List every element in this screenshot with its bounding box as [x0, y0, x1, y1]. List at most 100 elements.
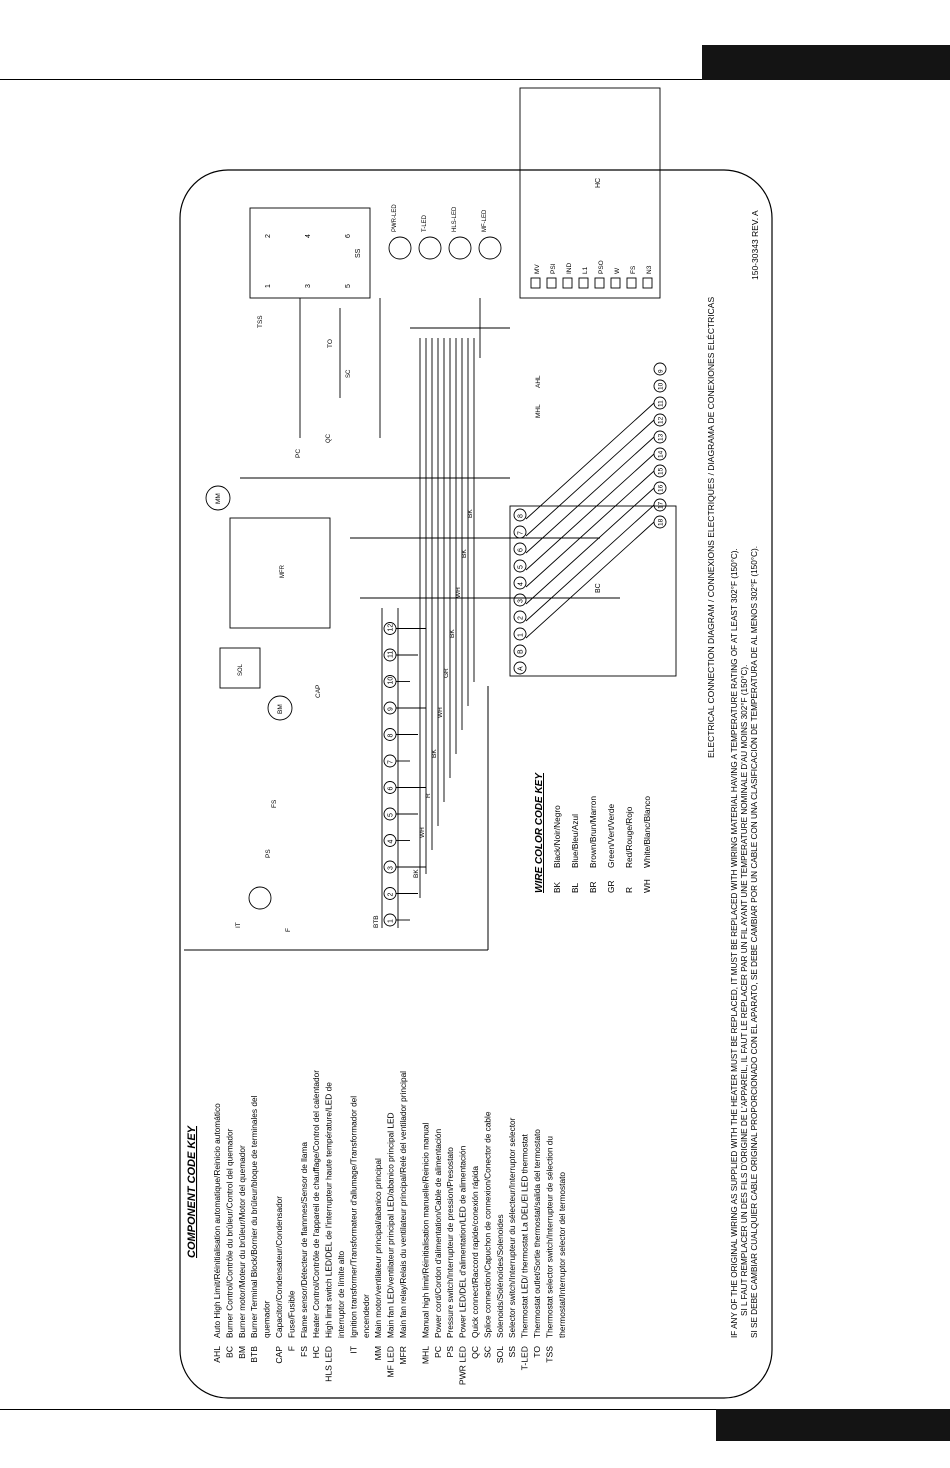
component-code: MFR	[398, 1346, 408, 1365]
hc-terminal-label: PSO	[598, 260, 605, 274]
ignition-transformer	[248, 886, 272, 910]
connector-label: 17	[658, 501, 665, 509]
led-label: T-LED	[422, 214, 428, 232]
schematic: xBTB123456789101112BKWHRBKWHGRBKWHBKBKAB…	[205, 87, 677, 932]
btb-terminal-label: 7	[388, 760, 395, 764]
wire-code: WH	[642, 879, 652, 893]
connector-label: 16	[658, 484, 665, 492]
component-key-title: COMPONENT CODE KEY	[186, 1124, 198, 1258]
indicator-led	[418, 236, 442, 260]
hc-label: HC	[595, 178, 602, 188]
component-desc: Flame sensor/Détecteur de flammes/Sensor…	[299, 1142, 309, 1338]
connector-label: 15	[658, 467, 665, 475]
mhl-label: MHL	[535, 404, 542, 418]
ss-label: SS	[355, 248, 362, 258]
it-label: IT	[235, 922, 242, 928]
pc-label: PC	[295, 449, 302, 458]
tss-label: TSS	[257, 315, 264, 328]
ss-terminal-label: 2	[265, 234, 272, 238]
wire-code: BR	[588, 881, 598, 893]
hc-terminal	[530, 277, 541, 289]
connector-label: 13	[658, 433, 665, 441]
footer-line-3: SI SE DEBE CAMBIAR CUALQUIER CABLE ORIGI…	[749, 546, 759, 1338]
heater-control	[519, 87, 661, 299]
hc-terminal	[642, 277, 653, 289]
component-code: F	[286, 1346, 296, 1351]
wire-desc: Blue/Bleu/Azul	[570, 814, 580, 868]
bc-label: BC	[595, 583, 602, 593]
component-desc: Main motor/ventilateur principal/abanico…	[373, 1158, 383, 1338]
wire-label: BK	[461, 549, 468, 558]
selector-switch	[249, 207, 371, 299]
mfr-relay	[229, 517, 331, 629]
component-code: BTB	[249, 1346, 259, 1363]
sc-label: SC	[346, 369, 352, 378]
hc-terminal-label: W	[614, 267, 621, 274]
component-code: MHL	[420, 1346, 430, 1364]
connector-label: 3	[518, 599, 525, 603]
ps-label: PS	[265, 849, 272, 858]
led-label: PWR-LED	[392, 204, 398, 232]
connector-label: 2	[518, 616, 525, 620]
indicator-led	[448, 236, 472, 260]
wire-label: BK	[431, 749, 438, 758]
component-code: HLS LED	[324, 1346, 334, 1382]
component-desc: Thermostat LED/ thermostat La DEL/El LED…	[520, 1133, 530, 1338]
component-desc: Burner motor/Moteur du brûleur/Motor del…	[237, 1145, 247, 1338]
connector-label: 6	[518, 548, 525, 552]
connector-label: 1	[518, 633, 525, 637]
btb-terminal-label: 2	[388, 893, 395, 897]
burner-motor	[267, 695, 293, 721]
connector-block	[509, 505, 677, 677]
hc-terminal-label: N3	[646, 265, 653, 274]
wire-label: BK	[449, 629, 456, 638]
ss-terminal-label: 4	[305, 234, 312, 238]
wire-label: BK	[413, 869, 420, 878]
wire-desc: Green/Vert/Verde	[606, 804, 616, 868]
hc-terminal	[626, 277, 637, 289]
component-desc: Burner Control/Contrôle du brûleur/Contr…	[224, 1128, 234, 1338]
component-code: CAP	[274, 1346, 284, 1364]
component-desc: Thermostat selector switch/Interrupteur …	[544, 1136, 554, 1338]
wire-desc: Black/Noir/Negro	[552, 805, 562, 868]
component-code: PC	[433, 1346, 443, 1358]
component-code: PS	[445, 1346, 455, 1358]
connector-label: 4	[518, 582, 525, 586]
btb-terminal-label: 6	[388, 787, 395, 791]
connector-terminal	[513, 559, 527, 573]
wire-desc: White/Blanc/Blanco	[642, 796, 652, 868]
footer-tab	[716, 1409, 950, 1441]
sol-label: SOL	[238, 663, 244, 676]
btb-label: BTB	[373, 915, 380, 928]
component-desc: Selector switch/Interrupteur du sélecteu…	[507, 1117, 517, 1338]
btb-terminal-label: 3	[388, 866, 395, 870]
to-label: TO	[327, 339, 334, 348]
indicator-led	[388, 236, 412, 260]
wire-code: GR	[606, 881, 616, 893]
wire-label: BK	[467, 509, 474, 518]
connector-terminal	[513, 644, 527, 658]
ss-terminal-label: 6	[345, 234, 352, 238]
component-code: HC	[311, 1346, 321, 1358]
component-code: SC	[482, 1346, 492, 1358]
connector-terminal	[653, 362, 667, 376]
component-desc: Capacitor/Condensateur/Condensador	[274, 1196, 284, 1338]
component-desc: Power cord/Cordon d'alimentation/Cable d…	[433, 1128, 443, 1338]
hc-terminal	[562, 277, 573, 289]
component-desc: thermostat/Interruptor selector del term…	[557, 1172, 567, 1338]
main-motor	[205, 485, 231, 511]
component-code: MF LED	[386, 1346, 396, 1378]
indicator-led	[478, 236, 502, 260]
btb-terminal-label: 12	[388, 624, 395, 632]
footer-line-2: SI L FAUT REMPLACER UN DES FILS D'ORIGIN…	[740, 665, 749, 1316]
doc-number: 150-30343 REV. A	[750, 210, 760, 280]
qc-label: QC	[326, 433, 332, 443]
hc-terminal-label: FS	[630, 265, 637, 274]
header-rule	[0, 79, 950, 80]
component-desc: Heater Control/Contrôle de l'appareil de…	[311, 1070, 321, 1338]
wire-key-title: WIRE COLOR CODE KEY	[534, 772, 545, 893]
component-desc: Main fan LED/ventilateur principal LED/a…	[386, 1112, 396, 1338]
footer-line-1: IF ANY OF THE ORIGINAL WIRING AS SUPPLIE…	[730, 548, 739, 1338]
connector-terminal	[513, 627, 527, 641]
